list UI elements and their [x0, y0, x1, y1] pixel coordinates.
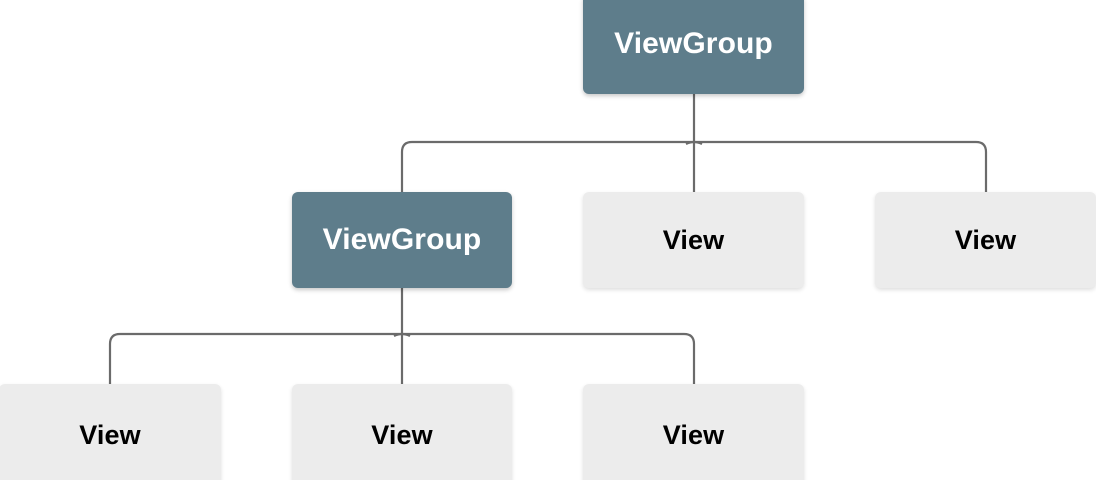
edge-viewgroup-junction: [393, 332, 411, 337]
node-label: View: [79, 419, 141, 450]
node-view-2[interactable]: View: [875, 192, 1096, 288]
node-view-4[interactable]: View: [292, 384, 512, 480]
node-viewgroup-root[interactable]: ViewGroup: [583, 0, 804, 94]
node-view-5[interactable]: View: [583, 384, 804, 480]
node-viewgroup-nested[interactable]: ViewGroup: [292, 192, 512, 288]
edge-root-junction: [685, 140, 703, 145]
node-label: View: [371, 419, 433, 450]
node-view-1[interactable]: View: [583, 192, 804, 288]
node-label: View: [954, 224, 1017, 255]
node-label: View: [662, 419, 725, 450]
edge-root-to-viewgroup: [400, 140, 694, 192]
edge-viewgroup-to-view-3: [108, 332, 402, 384]
node-view-3[interactable]: View: [0, 384, 221, 480]
edge-viewgroup-to-view-5: [402, 332, 696, 384]
edge-root-to-view-2: [694, 140, 988, 192]
node-label: ViewGroup: [322, 223, 482, 256]
node-label: View: [662, 224, 725, 255]
node-label: ViewGroup: [614, 27, 773, 60]
